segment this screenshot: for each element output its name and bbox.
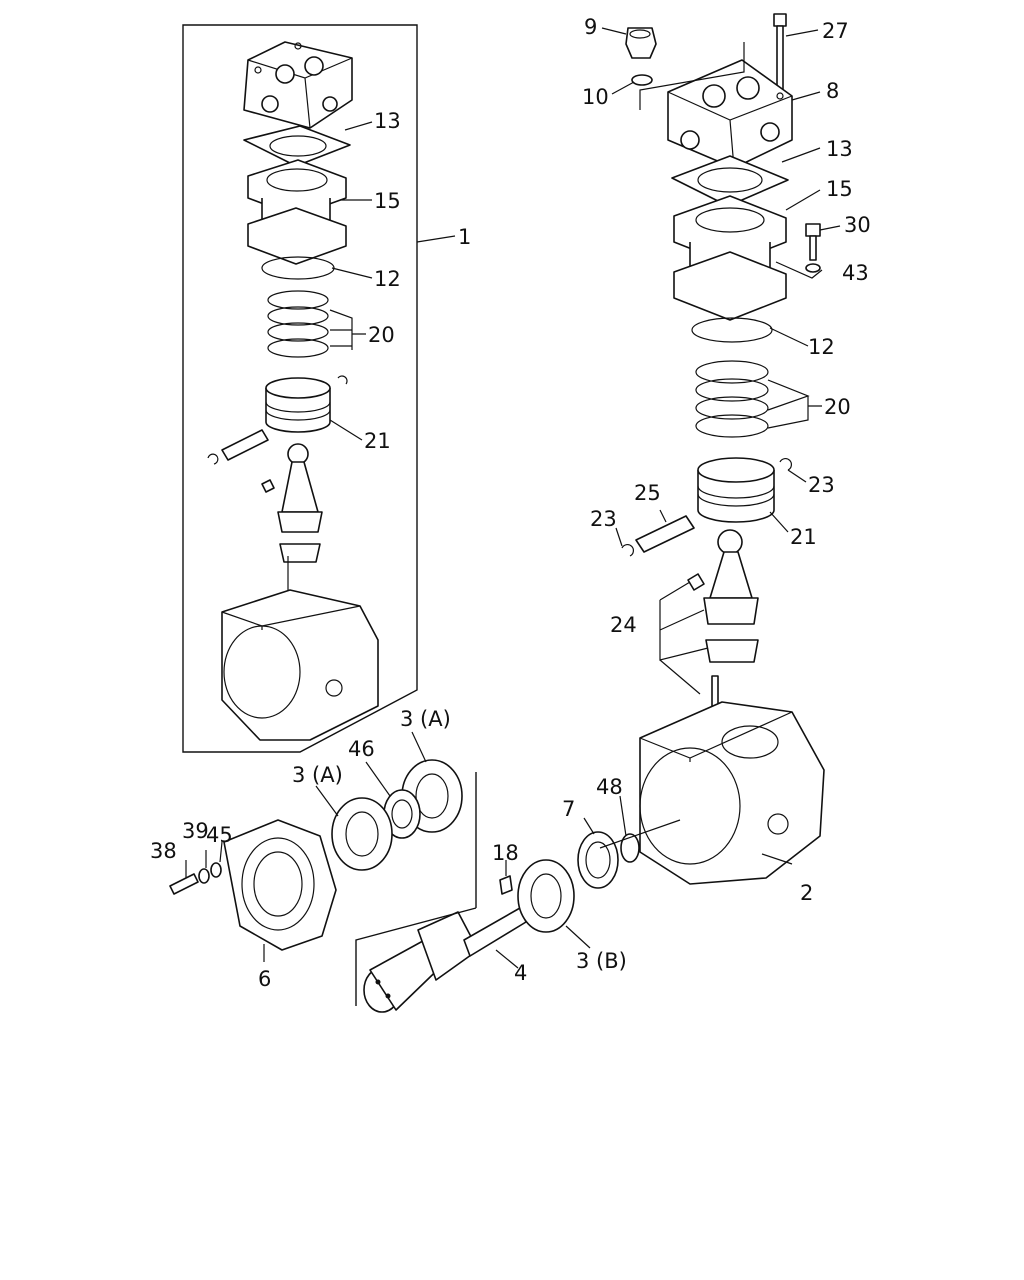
connecting-rod-24 <box>687 529 759 717</box>
callout-15-right: 15 <box>826 177 853 201</box>
callout-21-left: 21 <box>364 429 391 453</box>
callout-3a-right: 3 (A) <box>400 707 451 731</box>
washer-43 <box>805 263 821 273</box>
callout-23-right: 23 <box>808 473 835 497</box>
wrist-pin-left <box>207 375 348 465</box>
cylinder-15-right <box>673 195 787 321</box>
callout-39: 39 <box>182 819 209 843</box>
end-cover-6 <box>223 819 337 951</box>
bolt-30 <box>805 223 821 261</box>
callout-6: 6 <box>258 967 271 991</box>
callout-13-right: 13 <box>826 137 853 161</box>
callout-24: 24 <box>610 613 637 637</box>
piston-rings-20-left <box>267 290 329 358</box>
piston-rings-20-right <box>695 360 769 438</box>
callout-27: 27 <box>822 19 849 43</box>
cylinder-head-left <box>243 41 353 129</box>
snap-ring-23-right <box>779 458 792 471</box>
callout-15-left: 15 <box>374 189 401 213</box>
cylinder-head-8 <box>667 59 793 169</box>
callout-43: 43 <box>842 261 869 285</box>
washer-10 <box>631 74 653 86</box>
callout-7: 7 <box>562 797 575 821</box>
callout-13-left: 13 <box>374 109 401 133</box>
callout-25: 25 <box>634 481 661 505</box>
crankcase-left <box>221 589 379 741</box>
plug-9 <box>625 27 657 59</box>
callout-48: 48 <box>596 775 623 799</box>
callout-38: 38 <box>150 839 177 863</box>
seal-7 <box>577 831 619 889</box>
callout-12-left: 12 <box>374 267 401 291</box>
wrist-pin-25 <box>635 515 695 553</box>
crankshaft-group-bracket <box>355 772 477 1006</box>
callout-4: 4 <box>514 961 527 985</box>
gasket-13-left <box>243 125 351 167</box>
crankcase-2 <box>639 701 825 885</box>
callout-20-right: 20 <box>824 395 851 419</box>
callout-3a-left: 3 (A) <box>292 763 343 787</box>
cylinder-15-left <box>247 159 347 265</box>
key-18 <box>499 875 513 895</box>
bearing-3a-front <box>331 797 393 871</box>
callout-8: 8 <box>826 79 839 103</box>
washer-39 <box>198 868 210 884</box>
snap-ring-23-left <box>621 544 634 557</box>
callout-3b: 3 (B) <box>576 949 627 973</box>
callout-9: 9 <box>584 15 597 39</box>
callout-46: 46 <box>348 737 375 761</box>
connecting-rod-left <box>261 443 323 598</box>
callout-21-right: 21 <box>790 525 817 549</box>
callout-30: 30 <box>844 213 871 237</box>
piston-21-left <box>265 377 331 433</box>
oil-seal-48 <box>620 833 640 863</box>
callout-12-right: 12 <box>808 335 835 359</box>
bearing-3b <box>517 859 575 933</box>
bolt-38 <box>169 873 199 895</box>
o-ring-12-right <box>691 317 773 343</box>
washer-45 <box>210 862 222 878</box>
callout-18: 18 <box>492 841 519 865</box>
spacer-46 <box>383 789 421 839</box>
piston-21-right <box>697 457 775 523</box>
assembly-1-bracket <box>182 24 418 753</box>
callout-10: 10 <box>582 85 609 109</box>
callout-1: 1 <box>458 225 471 249</box>
callout-23-left: 23 <box>590 507 617 531</box>
callout-20-left: 20 <box>368 323 395 347</box>
callout-2: 2 <box>800 881 813 905</box>
crankshaft-4 <box>363 907 527 1013</box>
gasket-13-right <box>671 155 789 207</box>
callout-45: 45 <box>206 823 233 847</box>
leader-lines <box>185 27 841 969</box>
bolt-27 <box>773 13 787 97</box>
